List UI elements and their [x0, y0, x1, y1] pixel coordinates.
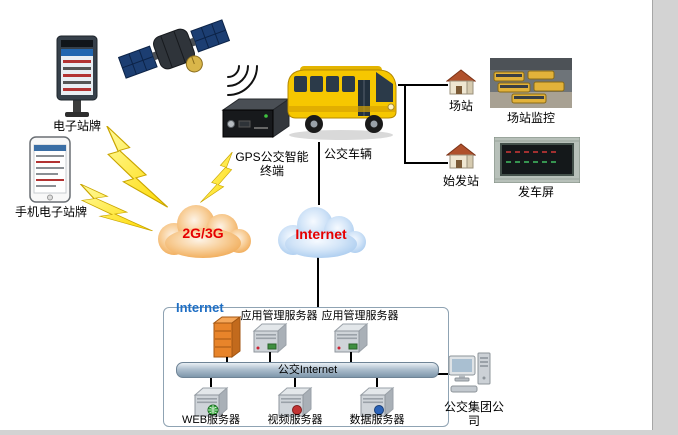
- electronic-stop-sign-icon: [56, 35, 98, 117]
- data-server-icon: [359, 386, 395, 418]
- satellite-icon: [118, 19, 230, 79]
- lightning-bolt-icon: [106, 126, 169, 208]
- cloud-2g3g: 2G/3G: [146, 199, 260, 261]
- lightning-bolt-icon: [79, 184, 154, 232]
- connector-bar-to-video: [294, 375, 296, 387]
- connector-to-depot: [398, 84, 448, 86]
- connector-bar-to-data: [376, 375, 378, 387]
- connector-firewall-to-bar: [226, 357, 228, 363]
- firewall-icon: [212, 316, 242, 358]
- document-page: 电子站牌 手机电子站牌 GPS公交智能 终端: [0, 0, 653, 430]
- company-computer-icon: [448, 352, 491, 393]
- gps-terminal-label: GPS公交智能 终端: [226, 150, 318, 179]
- data-server-label: 数据服务器: [349, 414, 405, 426]
- web-server-label: WEB服务器: [181, 414, 241, 426]
- radio-waves-icon: [227, 65, 258, 96]
- web-server-icon: [193, 386, 229, 418]
- departure-screen-label: 发车屏: [517, 185, 554, 199]
- app-server-2-label: 应用管理服务器: [321, 310, 399, 322]
- departure-screen-photo: [494, 137, 580, 183]
- origin-station-label: 始发站: [442, 174, 479, 188]
- smartphone-icon: [29, 136, 71, 203]
- connector-bar-to-web: [210, 375, 212, 387]
- bus-icon: [287, 66, 397, 140]
- connector-bus-to-internet-cloud: [318, 142, 320, 205]
- bus-label: 公交车辆: [323, 147, 372, 161]
- app-server-2-icon: [333, 322, 369, 354]
- app-server-1-icon: [252, 322, 288, 354]
- connector-bus-branch-vertical: [404, 84, 406, 164]
- connector-internet-cloud-to-datacenter: [317, 252, 319, 308]
- company-label: 公交集团公司: [443, 400, 504, 429]
- cloud-internet-shape: [278, 207, 366, 258]
- electronic-stop-sign-label: 电子站牌: [52, 119, 101, 133]
- connector-to-origin-station: [404, 162, 448, 164]
- depot-monitoring-photo: [490, 58, 572, 108]
- video-server-label: 视频服务器: [267, 414, 323, 426]
- lightning-bolt-icon: [200, 152, 233, 203]
- cloud-internet-label: Internet: [295, 226, 347, 242]
- connector-appserver1-to-bar: [269, 352, 271, 363]
- datacenter-internet-label: Internet: [176, 300, 224, 315]
- gps-terminal-label-line2: 终端: [259, 164, 284, 179]
- depot-label: 场站: [448, 99, 473, 113]
- cloud-internet: Internet: [267, 202, 375, 260]
- mobile-stop-sign-label: 手机电子站牌: [14, 205, 87, 219]
- connector-appserver2-to-bar: [350, 352, 352, 363]
- cloud-2g3g-label: 2G/3G: [182, 225, 224, 241]
- gps-terminal-icon: [221, 98, 291, 138]
- app-server-1-label: 应用管理服务器: [240, 310, 318, 322]
- video-server-icon: [277, 386, 313, 418]
- depot-monitoring-label: 场站监控: [506, 111, 555, 125]
- depot-house-icon: [446, 69, 476, 95]
- gps-terminal-label-line1: GPS公交智能: [235, 150, 309, 164]
- backbone-bar: 公交Internet: [176, 362, 439, 378]
- origin-station-house-icon: [446, 143, 476, 169]
- cloud-2g3g-shape: [158, 205, 251, 258]
